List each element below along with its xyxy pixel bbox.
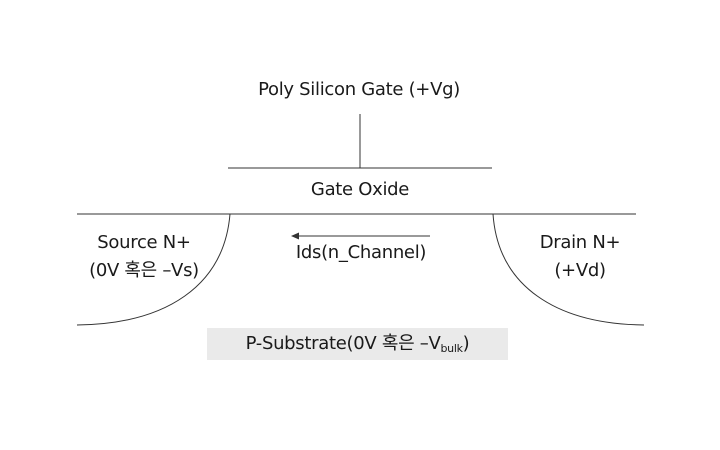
source-voltage: (0V 혹은 –Vs) [89, 260, 199, 281]
substrate-label-subscript: bulk [440, 342, 463, 355]
drain-region-boundary [492, 213, 645, 326]
substrate-label-prefix: P-Substrate(0V 혹은 –V [245, 333, 441, 354]
source-region-boundary [76, 213, 231, 326]
drain-voltage: (+Vd) [554, 260, 606, 281]
source-name: Source N+ [97, 232, 191, 253]
substrate-label: P-Substrate(0V 혹은 –Vbulk) [207, 332, 508, 356]
drain-label: Drain N+ (+Vd) [505, 229, 655, 285]
current-arrow-head [291, 232, 299, 240]
source-label: Source N+ (0V 혹은 –Vs) [64, 229, 224, 285]
substrate-label-box [207, 328, 508, 360]
channel-current-label: Ids(n_Channel) [295, 242, 427, 263]
gate-oxide-label: Gate Oxide [310, 179, 410, 200]
drain-name: Drain N+ [539, 232, 621, 253]
substrate-label-suffix: ) [462, 333, 470, 354]
gate-label: Poly Silicon Gate (+Vg) [258, 79, 460, 100]
